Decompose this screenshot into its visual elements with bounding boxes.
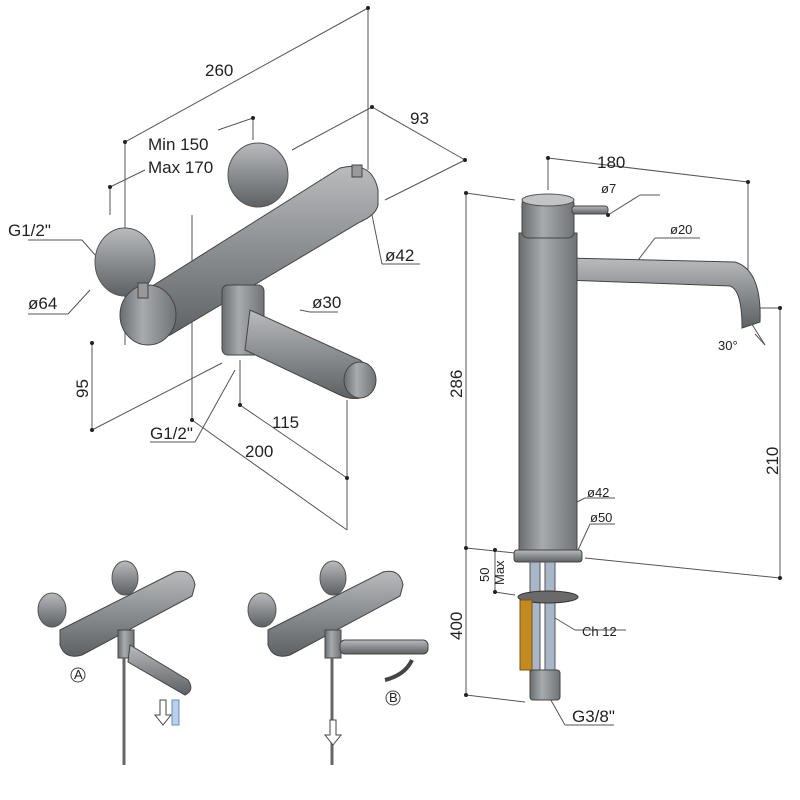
usage-illustration-a: A: [37, 560, 196, 765]
bath-mixer-drawing: 260 Min 150 Max 170 93 G1/2" ø42 ø64 ø30…: [8, 6, 467, 531]
label-spout-diameter: ø20: [670, 222, 692, 237]
label-spout-angle: 30°: [718, 338, 738, 353]
label-base-diameter: ø50: [590, 510, 612, 525]
dim-spout-height: 210: [763, 447, 782, 475]
label-body-diameter: ø42: [587, 485, 609, 500]
label-b: B: [389, 690, 398, 705]
dim-projection: 200: [245, 442, 273, 461]
dim-centers-min: Min 150: [148, 135, 208, 154]
dim-centers-max: Max 170: [148, 158, 213, 177]
dim-total-height: 286: [447, 370, 466, 398]
dim-total-width: 260: [205, 61, 233, 80]
dim-hose-length: 400: [447, 612, 466, 640]
dim-spout-length: 115: [272, 413, 299, 432]
label-body-diameter: ø42: [385, 246, 414, 265]
label-spout-diameter: ø30: [312, 293, 341, 312]
label-rosette-diameter: ø64: [28, 294, 57, 313]
label-lever-diameter: ø7: [601, 181, 616, 196]
label-inlet-thread: G1/2": [8, 221, 51, 240]
label-outlet-thread: G1/2": [150, 424, 193, 443]
dim-deck-max: Max: [492, 560, 507, 585]
label-connection-thread: G3/8": [572, 707, 615, 726]
dim-deck-thickness: 50: [477, 568, 492, 582]
dim-outlet-height: 95: [73, 379, 92, 398]
basin-tap-drawing: 180 ø7 ø20 30° 286 210 ø42 ø50 50 Max 40…: [447, 153, 782, 726]
dim-depth: 93: [410, 109, 429, 128]
dim-reach: 180: [597, 153, 625, 172]
label-wrench-size: Ch 12: [582, 624, 617, 639]
label-a: A: [74, 667, 83, 682]
usage-illustration-b: B: [247, 560, 429, 765]
